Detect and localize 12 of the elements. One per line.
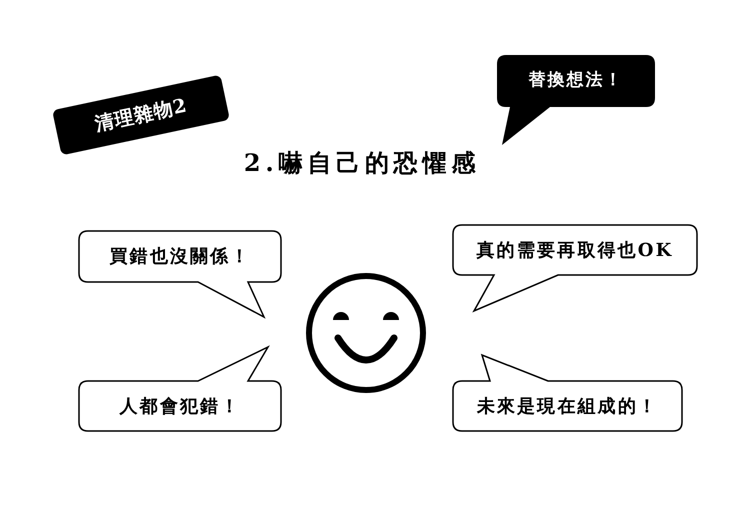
speech-bubble [451, 223, 699, 313]
speech-bubble [77, 345, 283, 433]
speech-bubble [77, 229, 283, 319]
bubble-text: 真的需要再取得也OK [476, 238, 674, 262]
bubble-text: 替換想法！ [528, 69, 624, 92]
title: 2.嚇自己的恐懼感 [244, 147, 480, 179]
tag-label: 清理雜物2 [52, 74, 230, 156]
bubble-text: 買錯也沒關係！ [109, 245, 251, 269]
bubble-text: 人都會犯錯！ [120, 394, 240, 418]
speech-bubble [495, 53, 657, 147]
bubble-text: 未來是現在組成的！ [476, 394, 658, 418]
speech-bubble [451, 353, 684, 433]
